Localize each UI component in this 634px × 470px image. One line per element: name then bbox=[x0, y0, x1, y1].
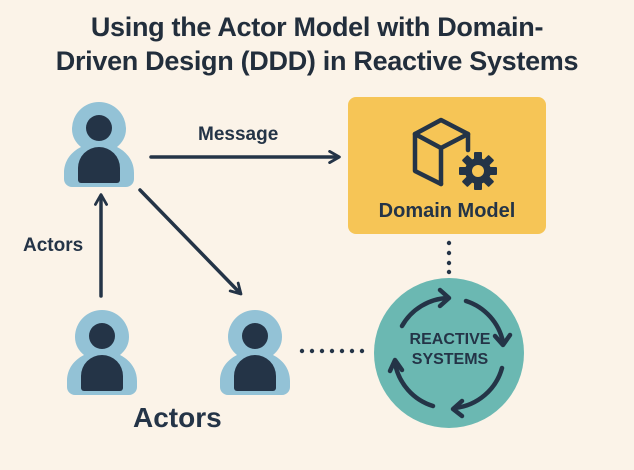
diagram-title: Using the Actor Model with Domain- Drive… bbox=[0, 10, 634, 78]
person-icon bbox=[220, 310, 290, 395]
gear-icon bbox=[459, 152, 497, 190]
actor-bottom-right bbox=[220, 310, 290, 395]
cycle-arrows-icon bbox=[387, 287, 513, 419]
title-line-1: Using the Actor Model with Domain- bbox=[90, 12, 544, 42]
dotted-connector-horizontal bbox=[299, 348, 365, 354]
reactive-label-line-1: REACTIVE bbox=[409, 331, 491, 348]
domain-model-label: Domain Model bbox=[378, 200, 516, 222]
actor-bottom-left bbox=[67, 310, 137, 395]
actors-side-label: Actors bbox=[23, 235, 84, 256]
message-label: Message bbox=[198, 124, 279, 145]
reactive-label-line-2: SYSTEMS bbox=[411, 351, 489, 368]
dotted-connector-vertical bbox=[446, 240, 452, 275]
person-icon bbox=[64, 102, 134, 187]
actors-bottom-label: Actors bbox=[133, 402, 222, 433]
domain-model-box bbox=[348, 97, 546, 234]
actor-top bbox=[64, 102, 134, 187]
diagonal-arrow bbox=[138, 188, 243, 296]
cube-gear-icon bbox=[412, 117, 471, 187]
person-icon bbox=[67, 310, 137, 395]
title-line-2: Driven Design (DDD) in Reactive Systems bbox=[55, 46, 579, 76]
reactive-systems-label: REACTIVE SYSTEMS bbox=[380, 330, 520, 370]
